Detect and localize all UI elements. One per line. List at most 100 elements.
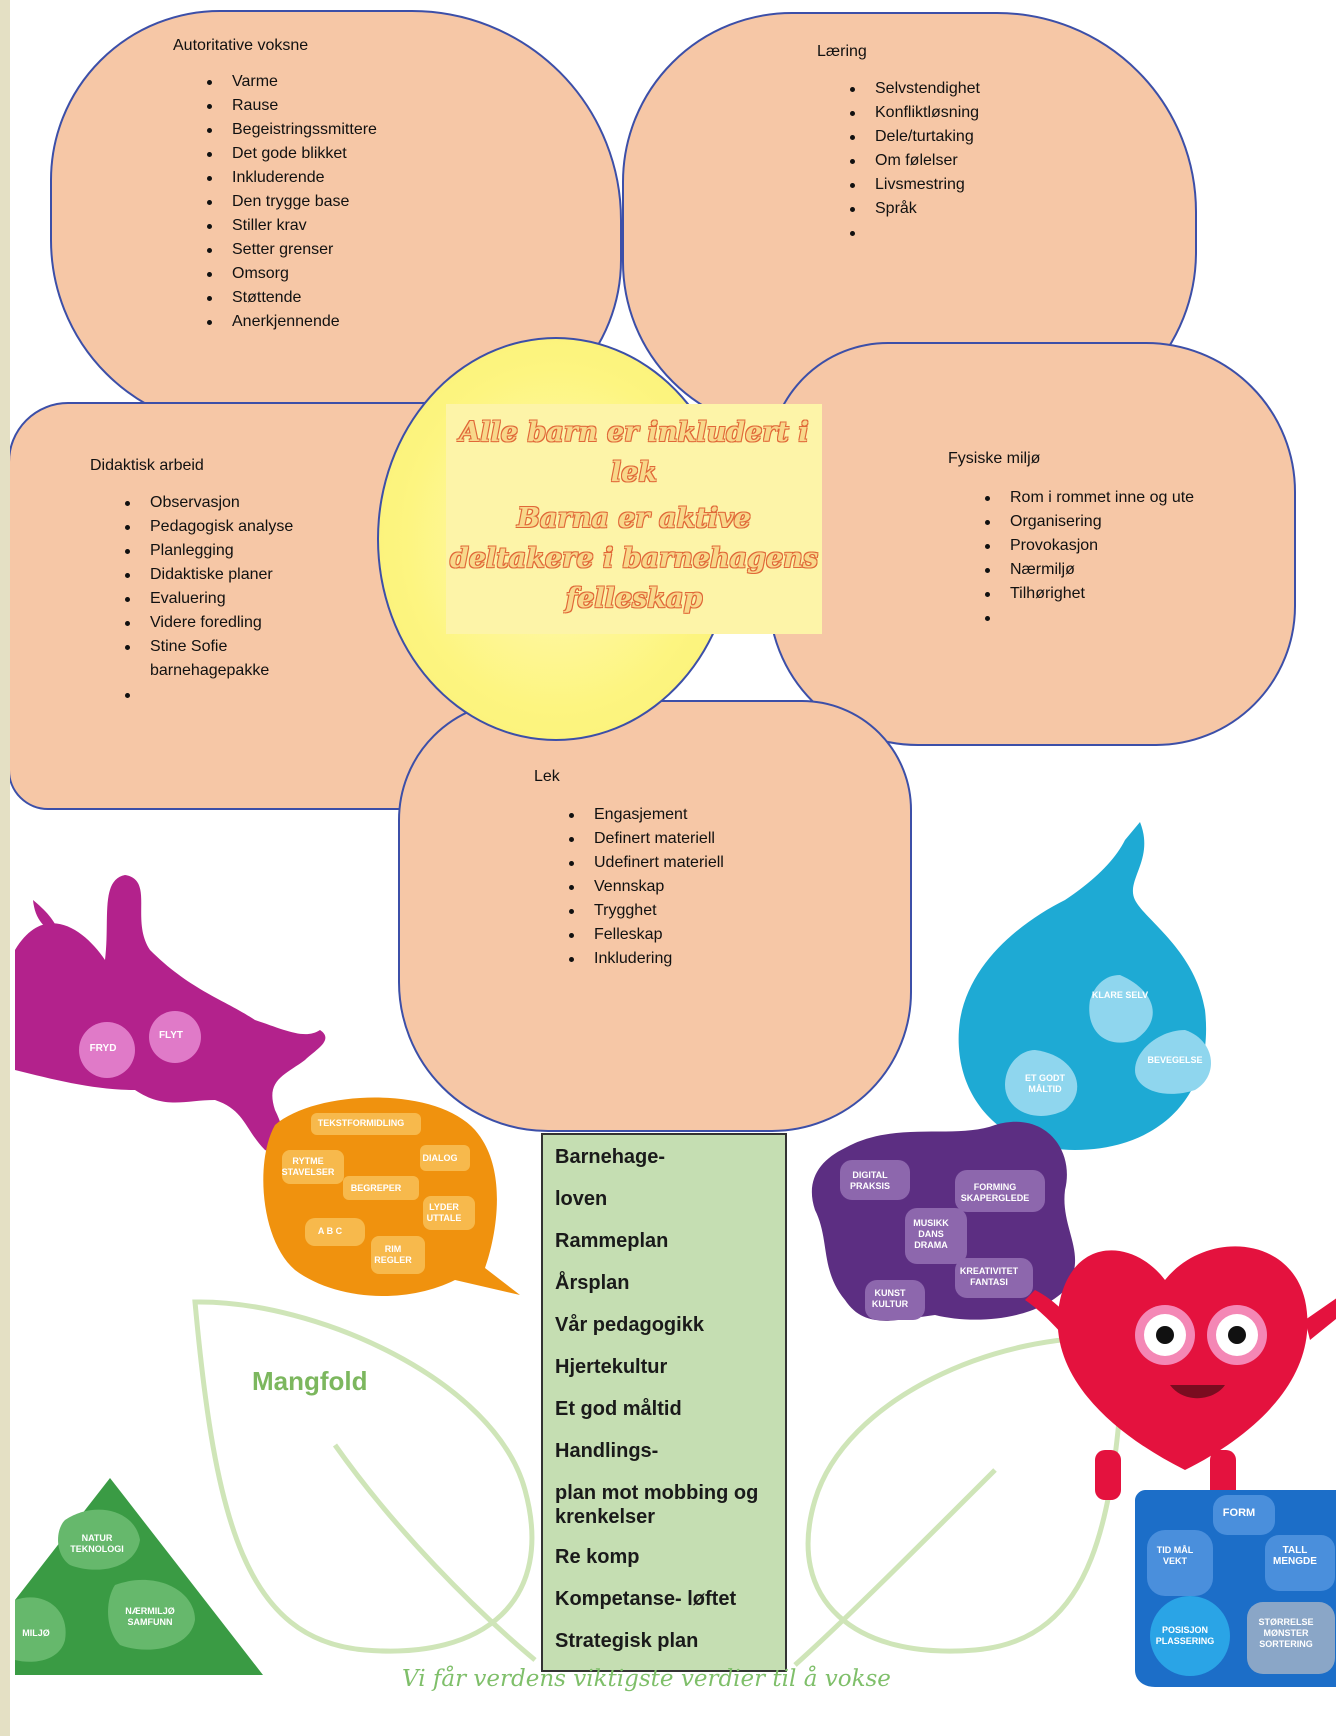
orange-label-1: RYTME STAVELSER — [281, 1156, 335, 1177]
list-item: Begeistringssmittere — [204, 118, 377, 142]
document-item: Årsplan — [555, 1272, 630, 1294]
list-item: Udefinert materiell — [566, 851, 724, 875]
list-item: Felleskap — [566, 923, 724, 947]
center-text-box: Alle barn er inkludert i lek Barna er ak… — [446, 404, 822, 634]
purple-label-2: MUSIKK DANS DRAMA — [913, 1218, 949, 1250]
document-item: Barnehage- — [555, 1146, 666, 1168]
list-item — [847, 221, 980, 245]
list-item: Om følelser — [847, 149, 980, 173]
list-item: Engasjement — [566, 803, 724, 827]
petal-lek — [398, 700, 912, 1132]
petal-didaktisk-title: Didaktisk arbeid — [90, 457, 204, 474]
list-item: Trygghet — [566, 899, 724, 923]
right-leaf — [793, 1334, 1128, 1667]
petal-laering-title: Læring — [817, 43, 867, 60]
magenta-creature — [15, 875, 326, 1153]
list-item: Organisering — [982, 510, 1194, 534]
lek-list: Engasjement Definert materiell Udefinert… — [566, 803, 724, 971]
list-item: Nærmiljø — [982, 558, 1194, 582]
list-item — [982, 606, 1194, 630]
document-item: Et god måltid — [555, 1398, 682, 1420]
petal-autoritative-title: Autoritative voksne — [173, 37, 309, 54]
list-item: Inkluderende — [204, 166, 377, 190]
petal-fysiske-miljo — [768, 342, 1296, 746]
didaktisk-list: Observasjon Pedagogisk analyse Planleggi… — [122, 491, 322, 707]
square-label-2: TALL MENGDE — [1273, 1545, 1317, 1567]
green-label-1: NÆRMILJØ SAMFUNN — [125, 1606, 175, 1627]
document-item: plan mot mobbing og krenkelser — [555, 1482, 759, 1528]
orange-label-3: BEGREPER — [350, 1183, 402, 1193]
list-item: Tilhørighet — [982, 582, 1194, 606]
left-leaf — [192, 1299, 537, 1662]
square-label-4: STØRRELSE MØNSTER SORTERING — [1258, 1617, 1314, 1649]
fysiske-list: Rom i rommet inne og ute Organisering Pr… — [982, 486, 1194, 630]
list-item: Støttende — [204, 286, 377, 310]
list-item: Setter grenser — [204, 238, 377, 262]
square-label-3: POSISJON PLASSERING — [1155, 1625, 1215, 1646]
purple-blob — [811, 1121, 1076, 1321]
list-item: Didaktiske planer — [122, 563, 322, 587]
list-item: Rause — [204, 94, 377, 118]
purple-label-1: FORMING SKAPERGLEDE — [960, 1182, 1030, 1203]
list-item: Det gode blikket — [204, 142, 377, 166]
document-item: loven — [555, 1188, 608, 1210]
drop-label-2: ET GODT MÅLTID — [1025, 1073, 1065, 1094]
petal-lek-title: Lek — [534, 768, 560, 785]
list-item: Vennskap — [566, 875, 724, 899]
orange-label-4: LYDER UTTALE — [426, 1202, 462, 1223]
purple-label-4: KUNST KULTUR — [871, 1288, 909, 1309]
list-item: Observasjon — [122, 491, 322, 515]
list-item: Evaluering — [122, 587, 322, 611]
list-item: Provokasjon — [982, 534, 1194, 558]
blue-square — [1135, 1490, 1336, 1687]
blue-drop-creature — [958, 822, 1212, 1150]
document-item: Handlings- — [555, 1440, 659, 1462]
center-line-1: Alle barn er inkludert i lek — [459, 417, 809, 488]
center-line-2: Barna er aktive deltakere i barnehagens … — [449, 503, 819, 614]
document-item: Re komp — [555, 1546, 640, 1568]
tagline: Vi får verdens viktigste verdier til å v… — [402, 1666, 891, 1692]
list-item: Inkludering — [566, 947, 724, 971]
list-item: Varme — [204, 70, 377, 94]
magenta-label-0: FRYD — [89, 1043, 117, 1054]
orange-label-5: A B C — [317, 1226, 343, 1236]
list-item: Definert materiell — [566, 827, 724, 851]
list-item: Konfliktløsning — [847, 101, 980, 125]
green-label-2: MILJØ — [22, 1628, 50, 1638]
documents-box: Barnehage- loven Rammeplan Årsplan Vår p… — [541, 1133, 787, 1672]
list-item: Livsmestring — [847, 173, 980, 197]
list-item: Omsorg — [204, 262, 377, 286]
list-item: Videre foredling — [122, 611, 322, 635]
list-item: Planlegging — [122, 539, 322, 563]
list-item: Anerkjennende — [204, 310, 377, 334]
purple-label-0: DIGITAL PRAKSIS — [849, 1170, 890, 1191]
list-item: Den trygge base — [204, 190, 377, 214]
list-item: Dele/turtaking — [847, 125, 980, 149]
mangfold-label: Mangfold — [252, 1366, 368, 1396]
laering-list: Selvstendighet Konfliktløsning Dele/turt… — [847, 77, 980, 245]
orange-label-6: RIM REGLER — [374, 1244, 412, 1265]
heart-character — [1025, 1246, 1336, 1500]
list-item: Pedagogisk analyse — [122, 515, 322, 539]
document-item: Vår pedagogikk — [555, 1314, 704, 1336]
drop-label-1: BEVEGELSE — [1147, 1055, 1203, 1065]
document-item: Kompetanse- løftet — [555, 1588, 737, 1610]
green-triangle — [15, 1478, 263, 1675]
document-item: Rammeplan — [555, 1230, 669, 1252]
purple-label-3: KREATIVITET FANTASI — [959, 1266, 1019, 1287]
document-item: Hjertekultur — [555, 1356, 668, 1378]
illustration-layer — [15, 822, 1336, 1687]
page: Autoritative voksne Varme Rause Begeistr… — [10, 0, 1336, 1736]
orange-label-0: TEKSTFORMIDLING — [317, 1118, 405, 1128]
list-item: Språk — [847, 197, 980, 221]
square-label-1: TID MÅL VEKT — [1156, 1545, 1194, 1566]
drop-label-0: KLARE SELV — [1091, 990, 1149, 1000]
list-item: Selvstendighet — [847, 77, 980, 101]
list-item: Stine Sofie barnehagepakke — [122, 635, 322, 683]
list-item: Stiller krav — [204, 214, 377, 238]
list-item: Rom i rommet inne og ute — [982, 486, 1194, 510]
autoritative-list: Varme Rause Begeistringssmittere Det god… — [204, 70, 377, 334]
orange-bubble — [263, 1097, 520, 1297]
orange-label-2: DIALOG — [422, 1153, 458, 1163]
square-label-0: FORM — [1222, 1507, 1256, 1519]
